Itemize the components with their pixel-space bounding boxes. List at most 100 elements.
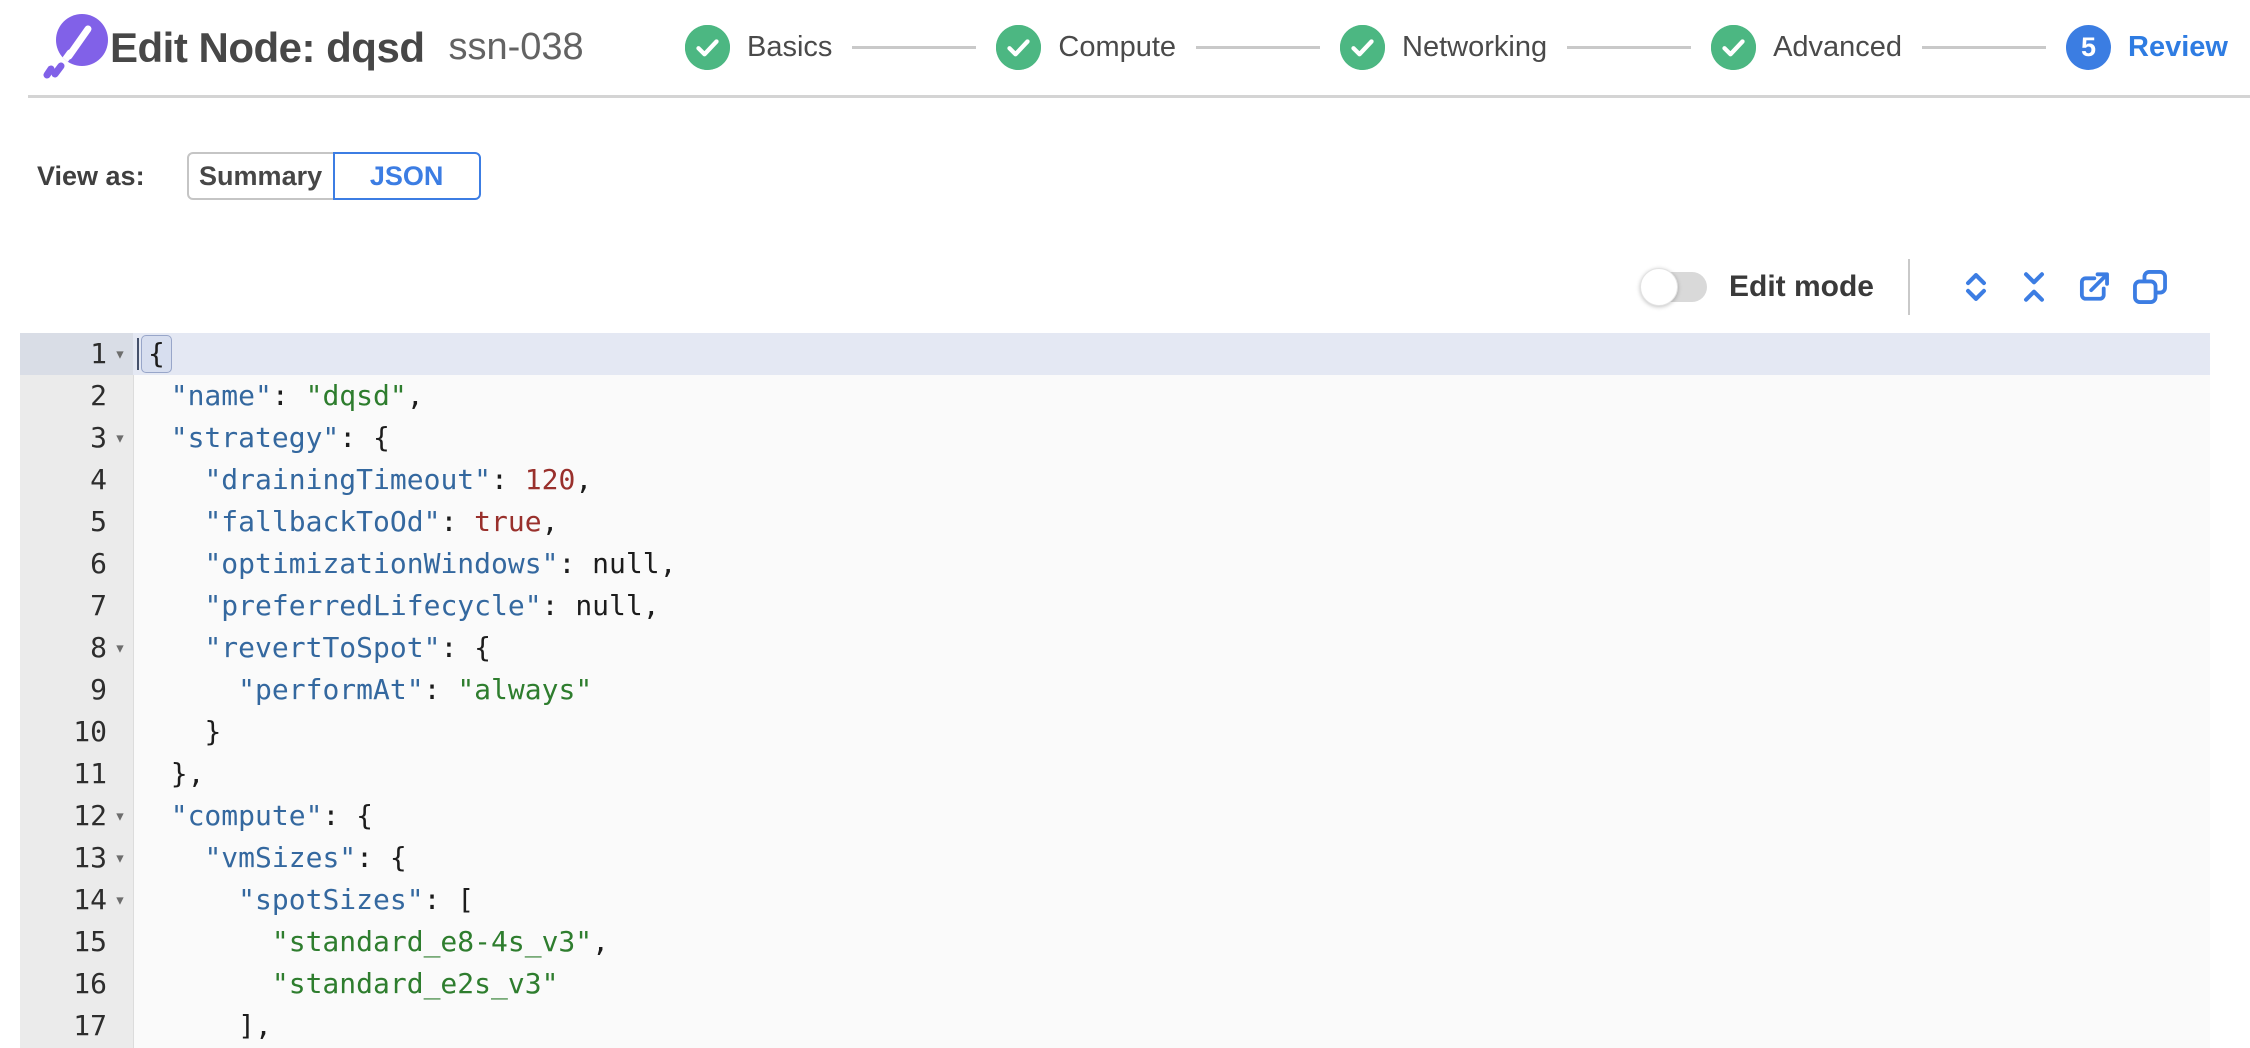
line-number: 3 [90,421,107,454]
step-number-badge: 5 [2066,25,2112,70]
gutter-cell: 14▾ [20,879,133,921]
code-line[interactable]: "performAt": "always" [238,673,593,706]
step-review[interactable]: 5 Review [2066,25,2228,70]
step-check-icon [996,25,1042,70]
code-line[interactable]: "standard_e8-4s_v3", [271,925,610,958]
text-cursor [137,338,139,370]
editor-line: 7 "preferredLifecycle": null, [20,585,2210,627]
gutter-cell: 4 [20,459,133,501]
editor-line: 12 ▾ "compute": { [20,795,2210,837]
fold-toggle-icon[interactable]: ▾ [114,889,126,911]
editor-line: 1 ▾ { [20,333,2210,375]
code-line[interactable]: ], [238,1009,272,1042]
code-line[interactable]: "revertToSpot": { [204,631,492,664]
json-editor[interactable]: 1▾{2 "name": "dqsd",3▾ "strategy": {4 "d… [20,333,2210,1048]
expand-all-icon[interactable] [1954,265,1998,309]
line-number: 2 [90,379,107,412]
step-connector [1196,46,1321,49]
code-line[interactable]: } [204,715,222,748]
step-label: Compute [1058,31,1177,63]
collapse-all-icon[interactable] [2012,265,2056,309]
fold-toggle-icon[interactable]: ▾ [114,637,126,659]
editor-line: 11 }, [20,753,2210,795]
gutter-cell: 8▾ [20,627,133,669]
editor-line: 17 ], [20,1005,2210,1047]
step-connector [1567,46,1692,49]
line-number: 8 [90,631,107,664]
line-number: 10 [73,715,107,748]
edit-mode-toggle[interactable] [1639,268,1707,306]
matched-brace: { [141,335,172,373]
line-number: 5 [90,505,107,538]
editor-line: 10 } [20,711,2210,753]
gutter-cell: 12 ▾ [20,795,133,837]
view-as-json-button[interactable]: JSON [332,152,481,200]
code-line[interactable]: "vmSizes": { [204,841,407,874]
code-line[interactable]: }, [170,757,205,790]
export-icon[interactable] [2070,265,2114,309]
step-label: Review [2128,31,2228,63]
fold-toggle-icon[interactable]: ▾ [114,805,126,827]
editor-line: 8▾ "revertToSpot": { [20,627,2210,669]
line-number: 16 [73,967,107,1000]
code-line[interactable]: "spotSizes": [ [238,883,475,916]
code-line[interactable]: "standard_e2s_v3" [271,967,559,1000]
code-line[interactable]: { [133,333,2210,375]
line-number: 7 [90,589,107,622]
line-number: 12 [73,799,107,832]
gutter-cell: 5 [20,501,133,543]
fold-toggle-icon[interactable]: ▾ [114,427,126,449]
code-line[interactable]: "strategy": { [170,421,390,454]
gutter-cell: 16 [20,963,133,1005]
code-line[interactable]: "preferredLifecycle": null, [204,589,660,622]
line-number: 15 [73,925,107,958]
gutter-cell: 17 [20,1005,133,1047]
editor-line: 6 "optimizationWindows": null, [20,543,2210,585]
editor-line: 13 ▾ "vmSizes": { [20,837,2210,879]
spot-logo-icon [42,12,110,84]
edit-mode-label: Edit mode [1728,270,1874,303]
step-basics[interactable]: Basics [685,25,832,70]
gutter-cell: 3▾ [20,417,133,459]
view-as-label: View as: [37,160,145,191]
code-line[interactable]: "optimizationWindows": null, [204,547,677,580]
gutter-cell: 2 [20,375,133,417]
editor-line: 14▾ "spotSizes": [ [20,879,2210,921]
code-line[interactable]: "drainingTimeout": 120, [204,463,593,496]
code-line[interactable]: "compute": { [170,799,374,832]
page-title: Edit Node: dqsd [110,23,425,71]
step-check-icon [685,25,730,70]
view-as-summary-button[interactable]: Summary [186,152,335,200]
editor-line: 15 "standard_e8-4s_v3", [20,921,2210,963]
wizard-header: Edit Node: dqsd ssn-038 Basics Compute Net… [0,0,2250,95]
editor-line: 5 "fallbackToOd": true, [20,501,2210,543]
step-compute[interactable]: Compute [996,25,1176,70]
toolbar-divider [1908,259,1910,315]
fold-toggle-icon[interactable]: ▾ [114,343,126,365]
gutter-cell: 9 [20,669,133,711]
header-divider [28,95,2250,98]
line-number: 13 [73,841,107,874]
editor-line: 2 "name": "dqsd", [20,375,2210,417]
step-networking[interactable]: Networking [1340,25,1547,70]
editor-toolbar: Edit mode [1639,255,2172,319]
step-label: Advanced [1773,31,1903,63]
line-number: 9 [90,673,107,706]
gutter-cell: 6 [20,543,133,585]
copy-icon[interactable] [2128,265,2172,309]
code-line[interactable]: "name": "dqsd", [170,379,424,412]
editor-line: 4 "drainingTimeout": 120, [20,459,2210,501]
node-id-truncated: ssn-038 [448,26,584,68]
editor-line: 3▾ "strategy": { [20,417,2210,459]
editor-line: 9 "performAt": "always" [20,669,2210,711]
code-line[interactable]: "fallbackToOd": true, [204,505,559,538]
line-number: 1 [90,337,107,370]
fold-toggle-icon[interactable]: ▾ [114,847,126,869]
line-number: 4 [90,463,107,496]
step-advanced[interactable]: Advanced [1711,25,1902,70]
line-number: 11 [73,757,107,790]
edit-mode-toggle-knob [1639,268,1678,306]
step-check-icon [1340,25,1386,70]
page-title-group: Edit Node: dqsd ssn-038 [110,0,670,95]
line-number: 17 [73,1009,107,1042]
